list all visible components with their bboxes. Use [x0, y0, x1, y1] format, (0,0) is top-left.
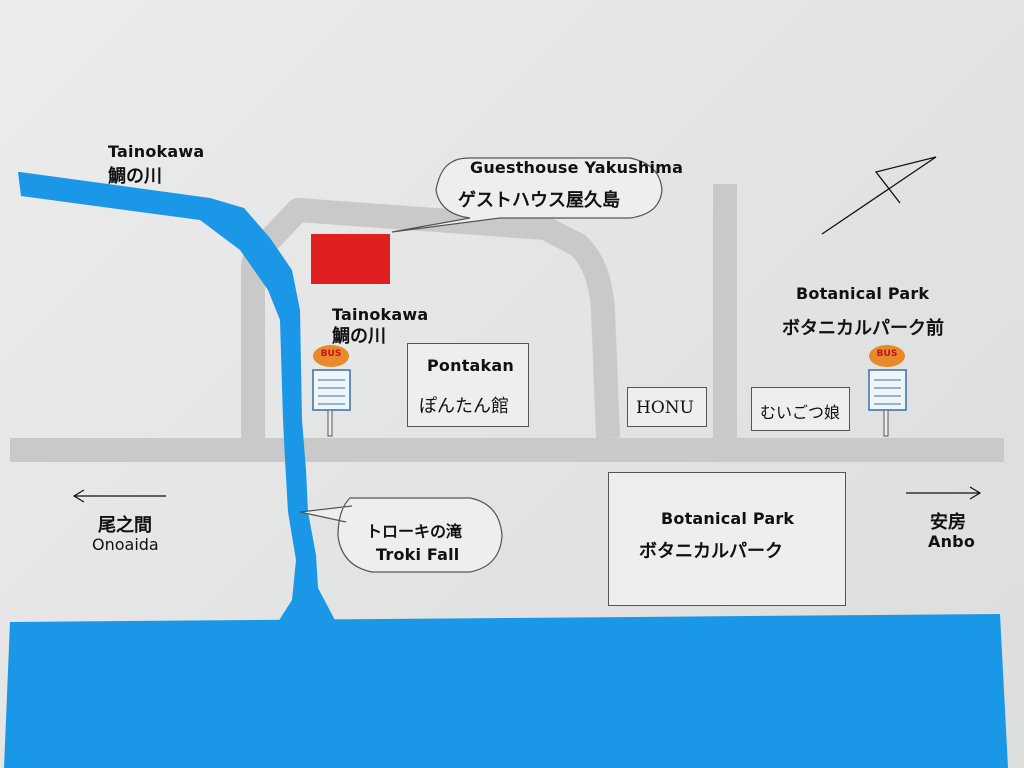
honu-building[interactable]: HONU — [627, 387, 707, 427]
bus-stop-botanical-sign[interactable] — [868, 345, 907, 437]
arrow-west-icon — [72, 489, 166, 503]
river — [18, 172, 336, 622]
river-label-jp: 鯛の川 — [108, 166, 162, 187]
bus-sign-text: BUS — [320, 349, 342, 359]
side-road — [713, 184, 737, 440]
direction-east-label-en: Anbo — [928, 532, 976, 551]
north-arrow-icon — [821, 156, 937, 235]
troki-fall-callout — [299, 497, 503, 573]
bus-stop-tainokawa-sign[interactable] — [312, 345, 351, 437]
guesthouse-label-en: Guesthouse Yakushima — [470, 158, 684, 177]
honu-label: HONU — [636, 398, 694, 418]
muigotsu-building[interactable]: むいごつ娘 — [751, 387, 850, 431]
guesthouse-label-jp: ゲストハウス屋久島 — [458, 190, 620, 211]
botanical-park-label-en: Botanical Park — [661, 509, 795, 528]
bus-stop-tainokawa-label-en: Tainokawa — [332, 305, 429, 324]
arrow-east-icon — [906, 486, 982, 500]
direction-west-label-en: Onoaida — [92, 535, 159, 554]
bus-sign-text: BUS — [876, 349, 898, 359]
muigotsu-label: むいごつ娘 — [760, 403, 841, 422]
main-road — [10, 438, 1004, 462]
direction-west-label-jp: 尾之間 — [98, 515, 152, 536]
guesthouse-callout — [391, 157, 663, 233]
bus-stop-botanical-label-en: Botanical Park — [796, 284, 930, 303]
direction-east-label-jp: 安房 — [930, 512, 966, 533]
botanical-park-label-jp: ボタニカルパーク — [639, 541, 783, 562]
river-label-en: Tainokawa — [108, 142, 205, 161]
bus-stop-tainokawa-label-jp: 鯛の川 — [332, 326, 386, 347]
pontakan-label-jp: ぽんたん館 — [419, 396, 509, 417]
botanical-park-area[interactable]: Botanical Park ボタニカルパーク — [608, 472, 846, 606]
sea — [4, 614, 1008, 768]
pontakan-label-en: Pontakan — [427, 356, 514, 375]
pontakan-building[interactable]: Pontakan ぽんたん館 — [407, 343, 529, 427]
troki-fall-label-en: Troki Fall — [376, 545, 460, 564]
bus-stop-botanical-label-jp: ボタニカルパーク前 — [782, 318, 944, 339]
troki-fall-label-jp: トローキの滝 — [366, 522, 463, 541]
guesthouse-marker[interactable] — [311, 234, 390, 284]
